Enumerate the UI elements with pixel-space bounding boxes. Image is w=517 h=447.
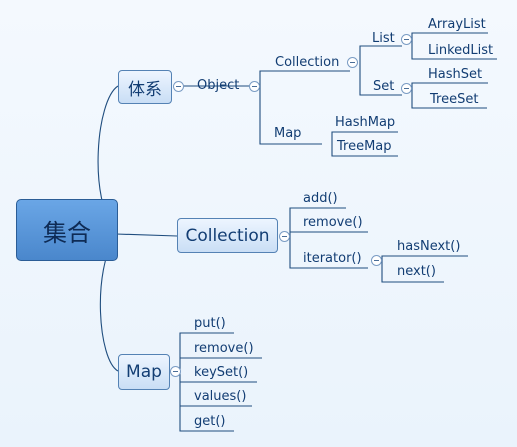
- leaf-label: TreeMap: [337, 139, 392, 154]
- leaf-label: HashMap: [335, 115, 396, 130]
- method-put[interactable]: put(): [194, 316, 226, 332]
- root-node[interactable]: 集合: [16, 199, 118, 261]
- node-object-label: Object: [197, 78, 240, 93]
- collapse-minus-icon[interactable]: [173, 81, 184, 92]
- method-label: values(): [194, 389, 247, 404]
- branch-label-map: Map: [126, 362, 162, 382]
- link-root-collection: [115, 233, 178, 237]
- leaf-hashmap[interactable]: HashMap: [335, 115, 395, 131]
- collapse-minus-icon[interactable]: [401, 34, 412, 45]
- leaf-label: TreeSet: [430, 92, 479, 107]
- link-object-children: [259, 70, 350, 145]
- link-collection-methods: [289, 207, 368, 269]
- node-object[interactable]: Object: [197, 78, 239, 94]
- leaf-label: LinkedList: [428, 43, 494, 58]
- method-add[interactable]: add(): [303, 191, 338, 207]
- collapse-minus-icon[interactable]: [401, 83, 412, 94]
- node-set[interactable]: Set: [373, 79, 394, 95]
- collapse-minus-icon[interactable]: [170, 366, 181, 377]
- leaf-label: ArrayList: [428, 17, 486, 32]
- method-keyset[interactable]: keySet(): [194, 365, 248, 381]
- node-iterator-label: iterator(): [303, 251, 362, 266]
- method-remove[interactable]: remove(): [303, 215, 363, 231]
- leaf-arraylist[interactable]: ArrayList: [428, 17, 486, 33]
- branch-label-tixi: 体系: [128, 79, 162, 100]
- method-label: remove(): [303, 215, 363, 230]
- node-iterator[interactable]: iterator(): [303, 251, 362, 267]
- link-set-items: [411, 82, 488, 109]
- method-label: keySet(): [194, 365, 249, 380]
- root-label: 集合: [43, 218, 91, 247]
- node-collection-sub-label: Collection: [275, 55, 340, 70]
- leaf-treeset[interactable]: TreeSet: [430, 92, 478, 108]
- leaf-hashset[interactable]: HashSet: [428, 67, 482, 83]
- node-map-sub[interactable]: Map: [274, 126, 301, 142]
- method-values[interactable]: values(): [194, 389, 246, 405]
- branch-node-collection[interactable]: Collection: [177, 218, 278, 253]
- node-list-label: List: [372, 31, 395, 46]
- leaf-next[interactable]: next(): [397, 264, 436, 280]
- node-collection-sub[interactable]: Collection: [275, 55, 339, 71]
- leaf-label: hasNext(): [397, 239, 461, 254]
- method-label: get(): [194, 414, 226, 429]
- collapse-minus-icon[interactable]: [347, 57, 358, 68]
- leaf-treemap[interactable]: TreeMap: [337, 139, 392, 155]
- branch-node-map[interactable]: Map: [118, 354, 170, 390]
- node-list[interactable]: List: [372, 31, 395, 47]
- leaf-label: next(): [397, 264, 436, 279]
- link-map-methods: [179, 332, 262, 432]
- leaf-label: HashSet: [428, 67, 483, 82]
- link-map-items: [331, 131, 398, 157]
- link-collection-children: [359, 45, 402, 96]
- method-label: remove(): [194, 341, 254, 356]
- node-map-sub-label: Map: [274, 126, 302, 141]
- method-label: add(): [303, 191, 338, 206]
- link-iterator-children: [381, 255, 468, 283]
- leaf-linkedlist[interactable]: LinkedList: [428, 43, 493, 59]
- branch-node-tixi[interactable]: 体系: [118, 70, 172, 104]
- link-list-items: [411, 32, 497, 60]
- collapse-minus-icon[interactable]: [371, 255, 382, 266]
- method-get[interactable]: get(): [194, 414, 226, 430]
- method-label: put(): [194, 316, 226, 331]
- branch-label-collection: Collection: [185, 225, 270, 246]
- method-map-remove[interactable]: remove(): [194, 341, 254, 357]
- node-set-label: Set: [373, 79, 395, 94]
- collapse-minus-icon[interactable]: [249, 81, 260, 92]
- leaf-hasnext[interactable]: hasNext(): [397, 239, 460, 255]
- collapse-minus-icon[interactable]: [279, 231, 290, 242]
